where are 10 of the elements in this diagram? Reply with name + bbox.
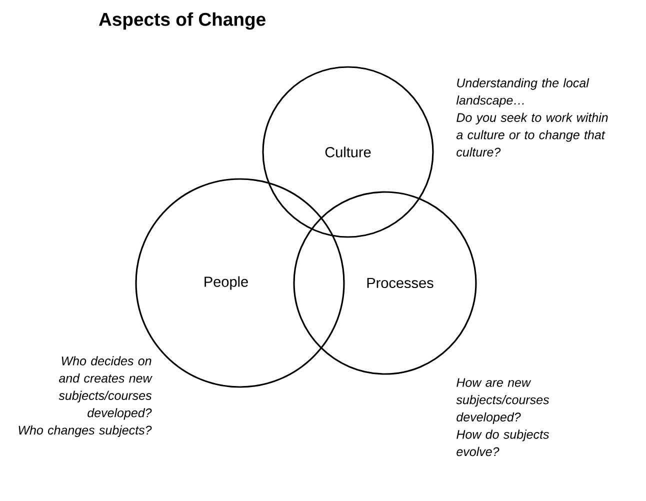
circle-label: People — [204, 276, 248, 290]
title: Aspects of Change — [99, 12, 266, 30]
annotation-text: How do subjects evolve? — [456, 430, 550, 456]
circle-label: Processes — [367, 278, 434, 288]
annotation-text: How are new subjects/courses developed? — [456, 378, 550, 424]
annotation-text: Who changes subjects? — [18, 425, 152, 438]
annotation-text: Who decides on and creates new subjects/courses developed? — [58, 356, 152, 420]
annotation-text: Understanding the local landscape… — [456, 78, 590, 108]
circle-label: Culture — [325, 146, 371, 158]
annotation-text: Do you seek to work within a culture or to change that culture? — [456, 112, 608, 157]
